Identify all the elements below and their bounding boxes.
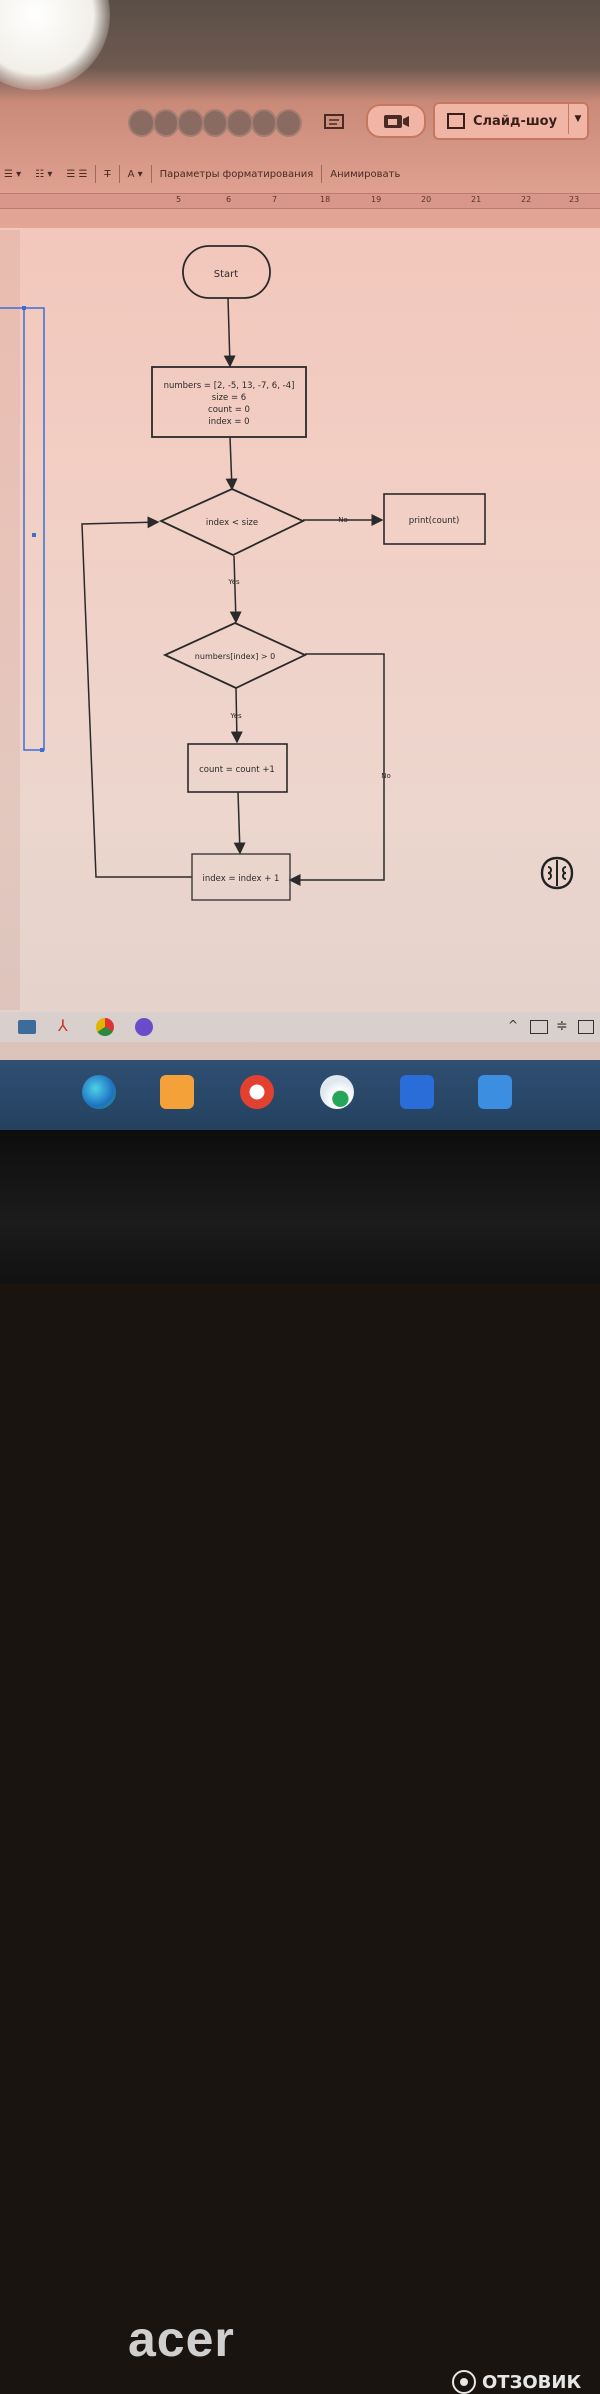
ruler-tick: 5 [176, 195, 182, 204]
yandex-browser-icon[interactable] [240, 1075, 274, 1109]
network-icon[interactable]: ≑ [556, 1018, 568, 1034]
flow-start-terminator[interactable]: Start [182, 245, 271, 299]
list-bullets-icon[interactable]: ☰ ▾ [4, 168, 22, 180]
slide-panel-edge [0, 230, 20, 1010]
clear-format-icon[interactable]: T̶ [104, 168, 111, 180]
init-line: index = 0 [208, 417, 249, 427]
init-line: numbers = [2, -5, 13, -7, 6, -4] [164, 381, 295, 391]
shape-styles-gallery[interactable] [128, 106, 303, 140]
ruler-tick: 21 [471, 195, 482, 204]
ruler-tick: 20 [421, 195, 432, 204]
camera-record-button[interactable] [366, 104, 426, 138]
ruler-tick: 22 [521, 195, 532, 204]
otzovik-watermark: ОТЗОВИК [452, 2370, 581, 2394]
flow-positive-decision[interactable]: numbers[index] > 0 [162, 622, 308, 689]
branch-yes-label: Yes [229, 712, 242, 720]
ruler-tick: 23 [569, 195, 580, 204]
output-label: print(count) [409, 516, 460, 526]
ruler-tick: 19 [371, 195, 382, 204]
zoom-icon[interactable] [478, 1075, 512, 1109]
laptop-screen: Слайд-шоу ▼ ☰ ▾ ☷ ▾ ☰ ☰ T̶ A ▾ Параметры… [0, 0, 600, 1130]
positive-condition-label: numbers[index] > 0 [195, 652, 275, 661]
camera-icon [384, 115, 409, 128]
chevron-up-icon[interactable]: ^ [508, 1018, 519, 1032]
flow-loop-decision[interactable]: index < size [158, 488, 306, 556]
slideshow-label: Слайд-шоу [473, 113, 558, 129]
loop-condition-label: index < size [206, 518, 258, 528]
chevron-down-icon[interactable]: ▼ [568, 104, 587, 134]
comment-icon[interactable] [322, 110, 346, 136]
branch-yes-label: Yes [227, 578, 240, 586]
brain-logo-icon [540, 856, 574, 890]
start-label: Start [214, 269, 239, 280]
list-numbered-icon[interactable]: ☷ ▾ [35, 168, 53, 180]
acer-logo: acer [128, 2311, 235, 2367]
init-line: size = 6 [212, 393, 246, 403]
app-icon[interactable] [135, 1018, 153, 1036]
text-color-icon[interactable]: A ▾ [127, 168, 143, 180]
flow-index-process[interactable]: index = index + 1 [191, 853, 291, 901]
index-increment-label: index = index + 1 [203, 874, 280, 884]
messenger-icon[interactable] [320, 1075, 354, 1109]
monitor-icon[interactable] [530, 1020, 548, 1034]
player-icon[interactable] [160, 1075, 194, 1109]
flowchart: Start numbers = [2, -5, 13, -7, 6, -4] s… [0, 245, 486, 901]
ruler-tick: 18 [320, 195, 331, 204]
animate-button[interactable]: Анимировать [330, 168, 401, 180]
flow-output-process[interactable]: print(count) [383, 493, 486, 545]
slideshow-icon [447, 113, 465, 129]
horizontal-ruler: 5 6 7 18 19 20 21 22 23 [0, 193, 600, 209]
flow-count-process[interactable]: count = count +1 [187, 743, 288, 793]
edge-icon[interactable] [82, 1075, 116, 1109]
ruler-tick: 7 [272, 195, 278, 204]
taskbar-secondary: ⅄ ^ ≑ [0, 1012, 600, 1042]
mail-icon[interactable] [18, 1020, 36, 1034]
init-line: count = 0 [208, 405, 250, 415]
branch-no-label: No [381, 772, 391, 780]
chrome-icon[interactable] [96, 1018, 114, 1036]
ruler-tick: 6 [226, 195, 232, 204]
slideshow-button[interactable]: Слайд-шоу ▼ [433, 102, 589, 140]
notification-icon[interactable] [578, 1020, 594, 1034]
flow-connectors [81, 297, 385, 886]
format-options-button[interactable]: Параметры форматирования [159, 168, 314, 180]
count-increment-label: count = count +1 [199, 765, 275, 775]
align-text-icon[interactable]: ☰ ☰ [66, 168, 88, 180]
branch-no-label: No [338, 516, 348, 524]
word-icon[interactable] [400, 1075, 434, 1109]
pdf-icon[interactable]: ⅄ [58, 1016, 68, 1035]
laptop-bezel: acer ОТЗОВИК [0, 1130, 600, 2394]
selected-shape-outline[interactable] [0, 306, 45, 752]
formatting-bar: ☰ ▾ ☷ ▾ ☰ ☰ T̶ A ▾ Параметры форматирова… [0, 162, 600, 186]
flow-init-process[interactable]: numbers = [2, -5, 13, -7, 6, -4] size = … [151, 366, 307, 438]
otzovik-label: ОТЗОВИК [482, 2371, 582, 2393]
otzovik-logo-icon [452, 2370, 476, 2394]
